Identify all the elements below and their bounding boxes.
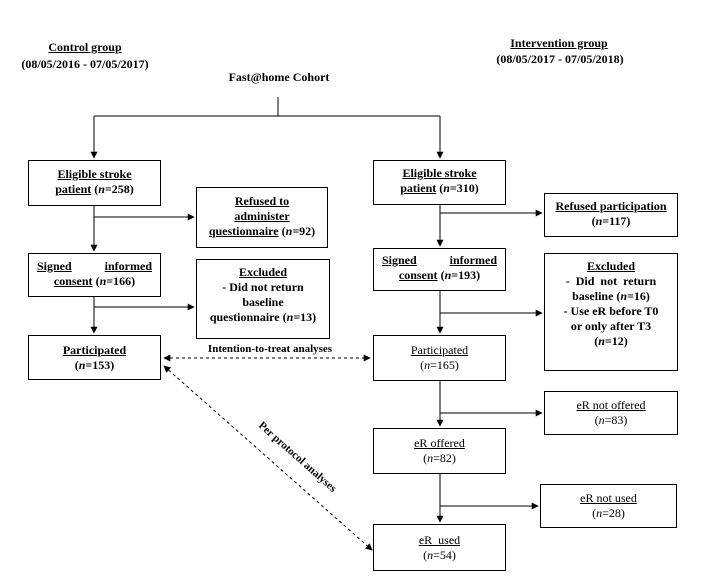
intervention-group-title: Intervention group: [510, 36, 608, 50]
intervention-eligible-paren: (: [436, 181, 444, 195]
intervention-used-title: eR used: [418, 533, 461, 547]
control-signed-line2: consent: [53, 274, 93, 288]
control-signed-box: Signed informed consent (n=166): [28, 253, 161, 297]
control-signed-n: n: [99, 274, 107, 288]
control-refused-n: n: [285, 224, 293, 238]
intervention-signed-box: Signed informed consent (n=193): [373, 248, 506, 291]
intervention-excluded-n1: n: [620, 289, 628, 303]
control-eligible-paren: (: [91, 182, 99, 196]
intervention-excluded-line2: baseline (: [572, 289, 621, 303]
intervention-excluded-line3: - Use eR before T0: [563, 304, 659, 318]
control-participated-title: Participated: [62, 343, 127, 357]
intervention-refused-n: n: [595, 214, 603, 228]
intervention-offered-count: =82): [433, 451, 456, 465]
control-refused-count: =92): [292, 224, 316, 238]
control-eligible-box: Eligible stroke patient (n=258): [28, 160, 161, 206]
intervention-offered-title: eR offered: [414, 436, 465, 450]
intervention-not-used-count: =28): [602, 506, 625, 520]
intervention-excluded-line4: or only after T3: [570, 319, 652, 333]
intervention-participated-title: Participated: [410, 343, 469, 357]
control-eligible-line2: patient: [55, 182, 92, 196]
intervention-excluded-line1: - Did not return: [565, 274, 657, 288]
intervention-used-paren: (: [423, 548, 428, 562]
control-refused-box: Refused to administer questionnaire (n=9…: [196, 187, 328, 248]
cohort-title: Fast@home Cohort: [228, 70, 330, 84]
intervention-not-used-title: eR not used: [580, 491, 637, 505]
intervention-signed-paren: (: [437, 268, 445, 282]
intervention-not-offered-n: n: [598, 413, 605, 427]
control-excluded-line2: baseline: [242, 295, 284, 309]
intervention-refused-paren: (: [591, 214, 596, 228]
intervention-not-used-box: eR not used (n=28): [540, 484, 677, 528]
intervention-eligible-n: n: [443, 181, 450, 195]
control-excluded-title: Excluded: [238, 265, 287, 279]
intervention-eligible-line2: patient: [400, 181, 437, 195]
control-group-title: Control group: [48, 40, 122, 54]
intervention-excluded-box: Excluded - Did not return baseline (n=16…: [544, 253, 678, 371]
intervention-excluded-n2: n: [598, 334, 605, 348]
control-participated-box: Participated (n=153): [28, 335, 161, 380]
intervention-signed-line1a: Signed: [382, 253, 417, 267]
control-eligible-line1: Eligible stroke: [57, 167, 132, 181]
intervention-eligible-count: =310): [449, 181, 479, 195]
intervention-refused-line1: Refused participation: [555, 199, 667, 213]
control-excluded-line1: - Did not return: [222, 280, 304, 294]
control-refused-line3: questionnaire: [208, 224, 279, 238]
control-group-dates: (08/05/2016 - 07/05/2017): [21, 57, 149, 71]
control-signed-count: =166): [106, 274, 136, 288]
control-participated-n: n: [78, 358, 86, 372]
itt-analyses-label: Intention-to-treat analyses: [207, 343, 333, 355]
intervention-not-offered-count: =83): [604, 413, 628, 427]
intervention-signed-line2: consent: [398, 268, 438, 282]
intervention-used-box: eR used (n=54): [373, 524, 506, 571]
intervention-excluded-count2: =12): [604, 334, 628, 348]
control-excluded-line3: questionnaire (: [209, 310, 287, 324]
intervention-excluded-count1: =16): [627, 289, 650, 303]
intervention-excluded-paren: (: [594, 334, 599, 348]
intervention-eligible-box: Eligible stroke patient (n=310): [373, 160, 506, 205]
intervention-used-n: n: [427, 548, 434, 562]
control-refused-line1: Refused to: [234, 194, 290, 208]
control-eligible-count: =258): [104, 182, 134, 196]
intervention-excluded-title: Excluded: [586, 259, 635, 273]
intervention-not-used-paren: (: [592, 506, 597, 520]
control-signed-paren: (: [92, 274, 100, 288]
intervention-eligible-line1: Eligible stroke: [402, 166, 477, 180]
intervention-refused-count: =117): [602, 214, 631, 228]
intervention-not-used-n: n: [596, 506, 603, 520]
intervention-signed-line1b: informed: [449, 253, 497, 267]
control-signed-line1a: Signed: [37, 259, 72, 273]
control-participated-count: =153): [85, 358, 115, 372]
intervention-offered-paren: (: [423, 451, 428, 465]
intervention-refused-box: Refused participation (n=117): [544, 193, 678, 237]
intervention-not-offered-title: eR not offered: [576, 398, 646, 412]
intervention-signed-count: =193): [451, 268, 481, 282]
intervention-used-count: =54): [433, 548, 456, 562]
intervention-offered-box: eR offered (n=82): [373, 428, 506, 474]
control-refused-line2: administer: [234, 209, 290, 223]
intervention-participated-paren: (: [420, 358, 425, 372]
control-excluded-count: =13): [293, 310, 317, 324]
control-excluded-n: n: [286, 310, 294, 324]
control-refused-paren: (: [278, 224, 286, 238]
intervention-participated-count: =165): [430, 358, 459, 372]
intervention-offered-n: n: [427, 451, 434, 465]
intervention-not-offered-paren: (: [594, 413, 599, 427]
intervention-not-offered-box: eR not offered (n=83): [544, 391, 678, 435]
intervention-participated-n: n: [424, 358, 431, 372]
intervention-group-dates: (08/05/2017 - 07/05/2018): [496, 52, 624, 66]
control-excluded-box: Excluded - Did not return baseline quest…: [196, 259, 330, 339]
control-eligible-n: n: [98, 182, 105, 196]
intervention-signed-n: n: [444, 268, 452, 282]
intervention-participated-box: Participated (n=165): [373, 335, 506, 381]
control-signed-line1b: informed: [104, 259, 152, 273]
control-participated-paren: (: [74, 358, 79, 372]
